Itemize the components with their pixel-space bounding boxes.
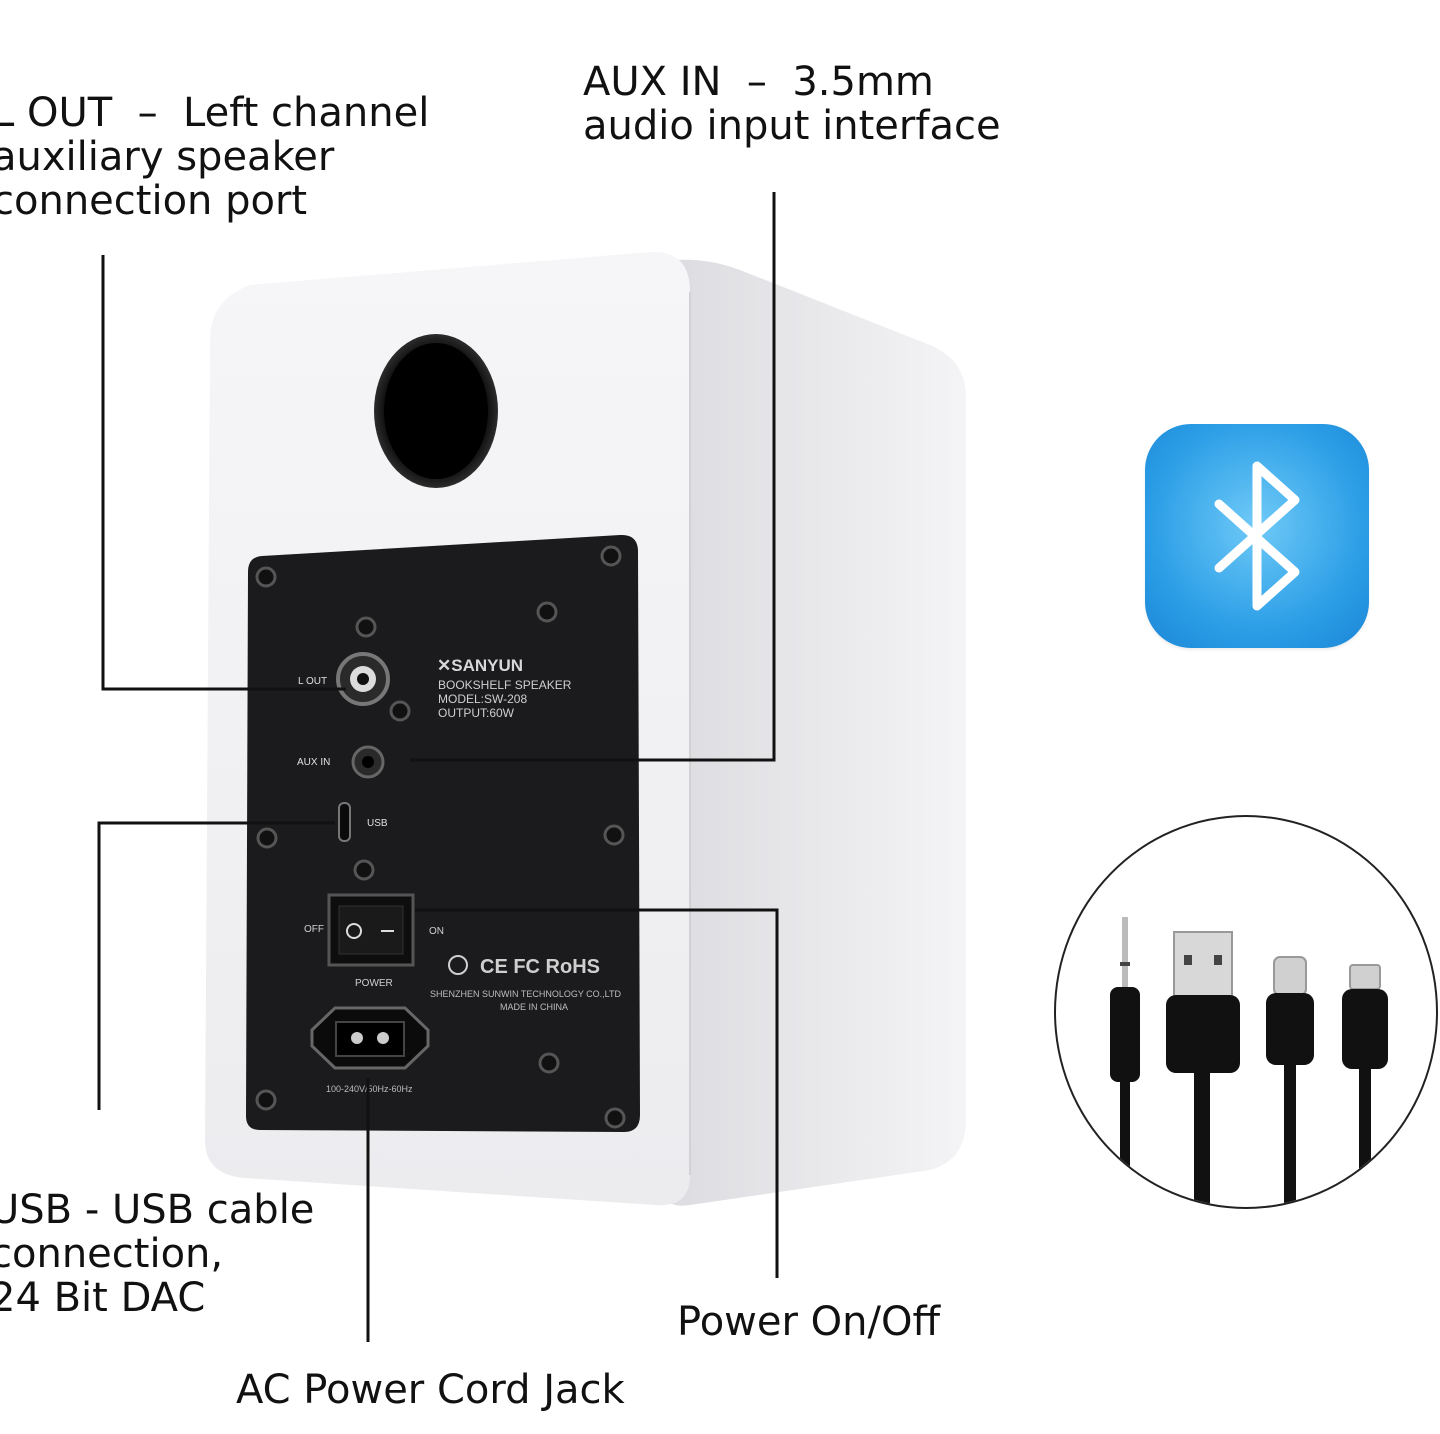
aux-line bbox=[410, 192, 776, 762]
panel-line: OUTPUT:60W bbox=[438, 706, 515, 720]
callout-line: L OUT – Left channel bbox=[0, 90, 430, 136]
callout-line: Power On/Off bbox=[677, 1299, 941, 1345]
callout-lines bbox=[97, 192, 779, 1342]
screw bbox=[604, 1107, 626, 1129]
back-plate bbox=[246, 534, 640, 1132]
rating-text: 100-240V/50Hz-60Hz bbox=[326, 1084, 413, 1094]
cabinet-side bbox=[660, 259, 966, 1206]
lout-line bbox=[101, 255, 346, 691]
aux-label: AUX IN bbox=[297, 757, 330, 768]
screw bbox=[355, 616, 377, 638]
off-label: OFF bbox=[304, 924, 324, 935]
usb-c-plug-icon bbox=[1266, 956, 1314, 1207]
usb-line bbox=[97, 821, 335, 1110]
callout-line: connection, bbox=[0, 1231, 224, 1277]
lout-jack bbox=[336, 652, 390, 706]
callout-line: USB - USB cable bbox=[0, 1187, 315, 1233]
ac-socket bbox=[310, 1006, 430, 1070]
maker-text: SHENZHEN SUNWIN TECHNOLOGY CO.,LTD bbox=[430, 989, 622, 999]
callout-line: connection port bbox=[0, 178, 308, 224]
bluetooth-icon bbox=[1214, 461, 1300, 611]
panel-line: MODEL:SW-208 bbox=[438, 692, 527, 706]
cables-inset bbox=[1054, 815, 1438, 1209]
screw bbox=[255, 1089, 277, 1111]
ac-callout: AC Power Cord Jack bbox=[236, 1368, 625, 1412]
callout-line: AC Power Cord Jack bbox=[236, 1367, 625, 1413]
panel-line: BOOKSHELF SPEAKER bbox=[438, 678, 572, 692]
cert-marks: CE FC RoHS bbox=[480, 956, 600, 978]
screw bbox=[255, 566, 277, 588]
screw bbox=[538, 1052, 560, 1074]
usb-a-plug-icon bbox=[1166, 931, 1240, 1207]
callout-line: 24 Bit DAC bbox=[0, 1275, 206, 1321]
lout-callout: L OUT – Left channel auxiliary speaker c… bbox=[0, 91, 429, 223]
power-line bbox=[415, 908, 779, 1278]
screw bbox=[603, 824, 625, 846]
brand-text: SANYUN bbox=[451, 656, 523, 675]
usb-port bbox=[338, 802, 351, 842]
screw bbox=[256, 827, 278, 849]
screw bbox=[536, 601, 558, 623]
screw bbox=[389, 700, 411, 722]
callout-line: auxiliary speaker bbox=[0, 134, 335, 180]
usb-callout: USB - USB cable connection, 24 Bit DAC bbox=[0, 1188, 314, 1320]
bluetooth-badge bbox=[1145, 424, 1369, 648]
screw bbox=[600, 545, 622, 567]
screw bbox=[353, 859, 375, 881]
aux-3.5mm-plug-icon bbox=[1110, 917, 1140, 1207]
made-text: MADE IN CHINA bbox=[500, 1002, 568, 1012]
screws bbox=[255, 545, 626, 1129]
usb-label: USB bbox=[367, 818, 388, 829]
callout-line: audio input interface bbox=[583, 103, 1001, 149]
on-label: ON bbox=[429, 926, 444, 937]
callout-line: AUX IN – 3.5mm bbox=[583, 59, 934, 105]
svg-text:✕SANYUN: ✕SANYUN bbox=[437, 656, 523, 675]
aux-jack bbox=[351, 745, 385, 779]
power-label: POWER bbox=[355, 978, 393, 989]
aux-callout: AUX IN – 3.5mm audio input interface bbox=[583, 60, 1001, 148]
power-callout: Power On/Off bbox=[677, 1300, 940, 1344]
cables-illustration bbox=[1110, 917, 1388, 1207]
lout-label: L OUT bbox=[298, 676, 327, 687]
